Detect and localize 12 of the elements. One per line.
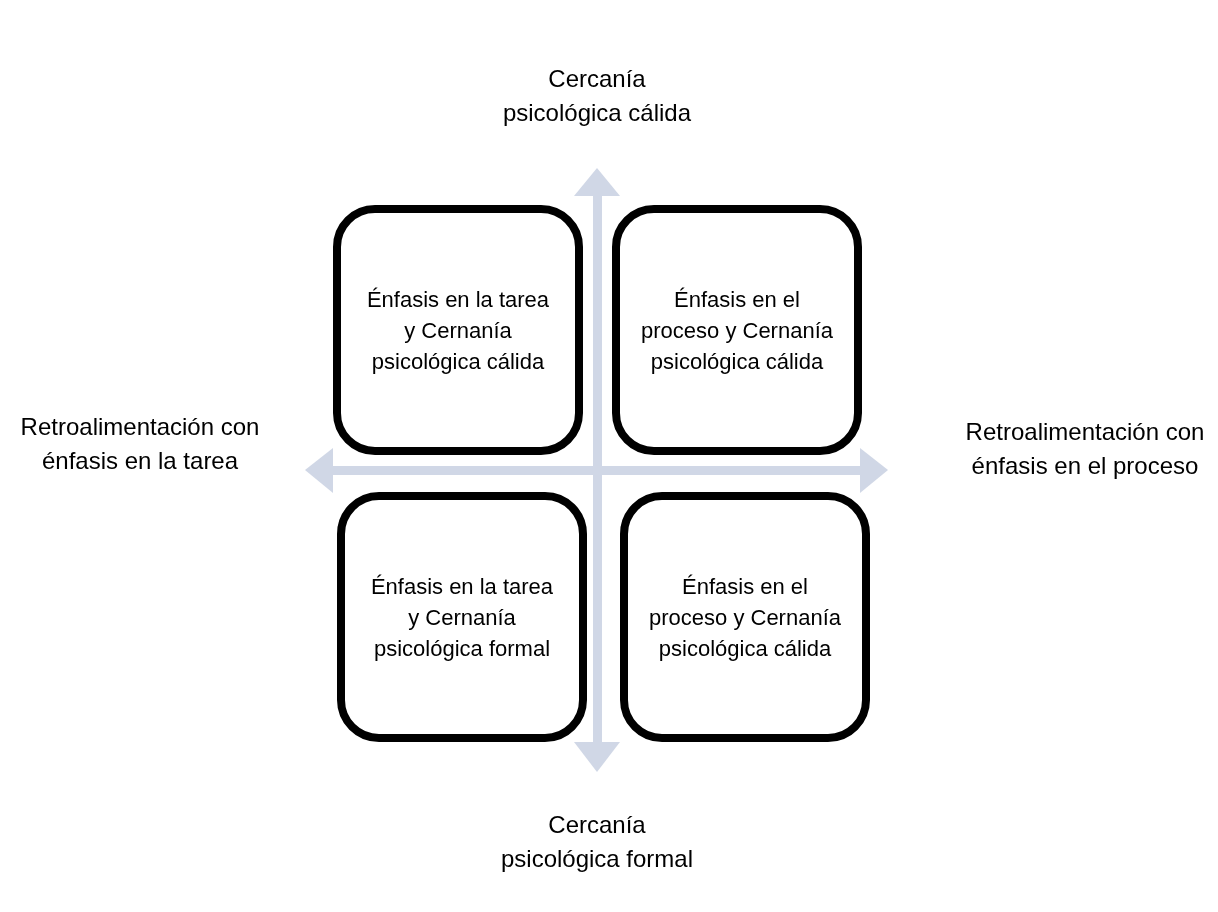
rounded-box — [337, 492, 587, 742]
rounded-box — [620, 492, 870, 742]
box-text: Énfasis en el proceso y Cernanía psicológica cálida — [640, 285, 834, 376]
box-text: Énfasis en la tarea y Cernanía psicológica cálida — [365, 285, 551, 376]
rounded-box — [333, 205, 583, 455]
box-text: Énfasis en la tarea y Cernanía psicológica formal — [369, 572, 555, 663]
axis-label: Cercanía psicológica formal — [499, 810, 695, 874]
axis-label: Cercanía psicológica cálida — [501, 64, 693, 128]
axis-label: Retroalimentación con énfasis en la tarea — [19, 412, 261, 476]
box-text: Énfasis en el proceso y Cernanía psicológica cálida — [648, 572, 842, 663]
axis-label: Retroalimentación con énfasis en el proceso — [964, 417, 1206, 481]
rounded-box — [612, 205, 862, 455]
